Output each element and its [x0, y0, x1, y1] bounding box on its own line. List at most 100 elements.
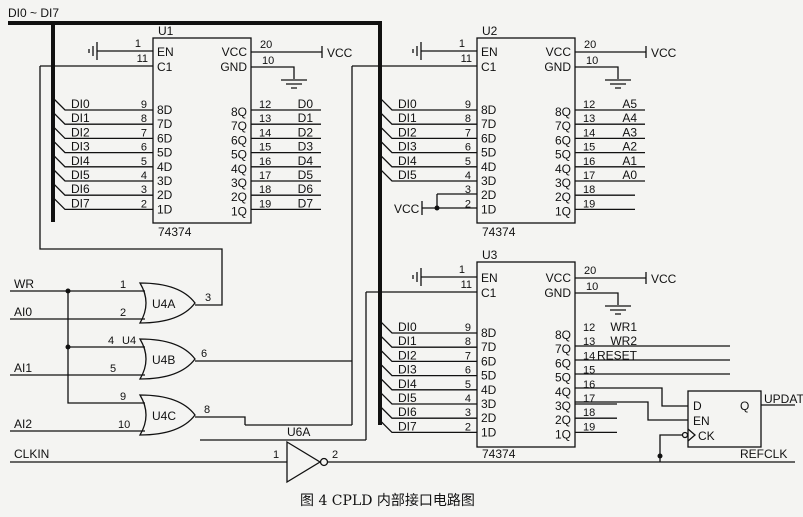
svg-text:1: 1	[120, 279, 126, 291]
ground-icon	[605, 79, 631, 89]
pin-name: 8D	[481, 326, 497, 340]
pin-name: 5Q	[555, 148, 571, 162]
net-label: A5	[622, 97, 637, 111]
vcc-label: VCC	[394, 202, 420, 216]
net-label: D5	[298, 168, 314, 182]
pin-number: 12	[583, 322, 595, 334]
net-label: A3	[622, 125, 637, 139]
svg-text:20: 20	[584, 39, 596, 51]
pin-number: 8	[141, 113, 147, 125]
pin-number: 19	[583, 421, 595, 433]
pin-name: 2Q	[231, 190, 247, 204]
pin-number: 16	[583, 379, 595, 391]
svg-text:1: 1	[135, 38, 141, 50]
pin-number: 6	[465, 142, 471, 154]
svg-text:GND: GND	[220, 60, 247, 74]
update-label: UPDATE	[764, 392, 803, 406]
pin-number: 18	[583, 407, 595, 419]
net-label: DI5	[398, 168, 417, 182]
flipflop-body	[687, 390, 762, 448]
or-gate: U4A	[138, 282, 196, 324]
pin-number: 17	[583, 393, 595, 405]
or-gate: U4C	[138, 394, 196, 436]
pin-name: 4Q	[555, 162, 571, 176]
svg-text:VCC: VCC	[546, 271, 572, 285]
net-label: AI0	[14, 305, 32, 319]
net-label: A2	[622, 140, 637, 154]
pin-number: 17	[583, 170, 595, 182]
chip-part: 74374	[158, 225, 192, 239]
pin-number: 13	[583, 113, 595, 125]
pin-name: 8Q	[231, 105, 247, 119]
pin-number: 16	[583, 156, 595, 168]
svg-text:1: 1	[459, 264, 465, 276]
net-label: DI1	[71, 111, 90, 125]
svg-text:2: 2	[120, 307, 126, 319]
svg-text:U2: U2	[482, 24, 498, 38]
pin-name: 3D	[157, 174, 173, 188]
refclk-label: REFCLK	[740, 447, 787, 461]
svg-text:U3: U3	[482, 248, 498, 262]
pin-name: 3D	[481, 174, 497, 188]
inverter-body	[286, 440, 322, 484]
svg-text:VCC: VCC	[651, 46, 677, 60]
pin-number: 7	[465, 127, 471, 139]
pin-number: 12	[259, 99, 271, 111]
pin-name: 5D	[481, 369, 497, 383]
svg-text:VCC: VCC	[651, 272, 677, 286]
svg-text:C1: C1	[481, 60, 497, 74]
net-label: A4	[622, 111, 637, 125]
net-label: A0	[622, 168, 637, 182]
pin-name: 8D	[157, 103, 173, 117]
pin-name: 3Q	[555, 176, 571, 190]
net-label: D1	[298, 111, 314, 125]
pin-number: 15	[583, 365, 595, 377]
d-flipflop: D EN CK Q UPDATE	[659, 390, 803, 456]
net-label: DI3	[398, 140, 417, 154]
clkin-label: CLKIN	[14, 447, 49, 461]
net-label: A1	[622, 154, 637, 168]
net-label: DI3	[71, 140, 90, 154]
chip-body	[476, 37, 576, 224]
pin-number: 19	[259, 198, 271, 210]
pin-number: 7	[465, 350, 471, 362]
ground-icon	[88, 42, 98, 60]
svg-text:C1: C1	[157, 60, 173, 74]
pin-number: 3	[141, 184, 147, 196]
net-label: DI2	[398, 348, 417, 362]
pin-number: 2	[141, 198, 147, 210]
ground-icon	[281, 79, 307, 89]
pin-name: 6Q	[555, 133, 571, 147]
gate-ref: U4A	[152, 297, 175, 311]
net-label: D2	[298, 125, 314, 139]
svg-text:20: 20	[260, 39, 272, 51]
or-gates: WR AI0 AI1 AI2 1 2 4 U4 5 9 10 U4AU4BU4C…	[10, 66, 352, 436]
net-label: WR2	[610, 334, 637, 348]
pin-number: 19	[583, 198, 595, 210]
pin-number: 16	[259, 156, 271, 168]
pin-number: 7	[141, 127, 147, 139]
pin-name: 7Q	[555, 119, 571, 133]
net-label: WR	[14, 277, 34, 291]
